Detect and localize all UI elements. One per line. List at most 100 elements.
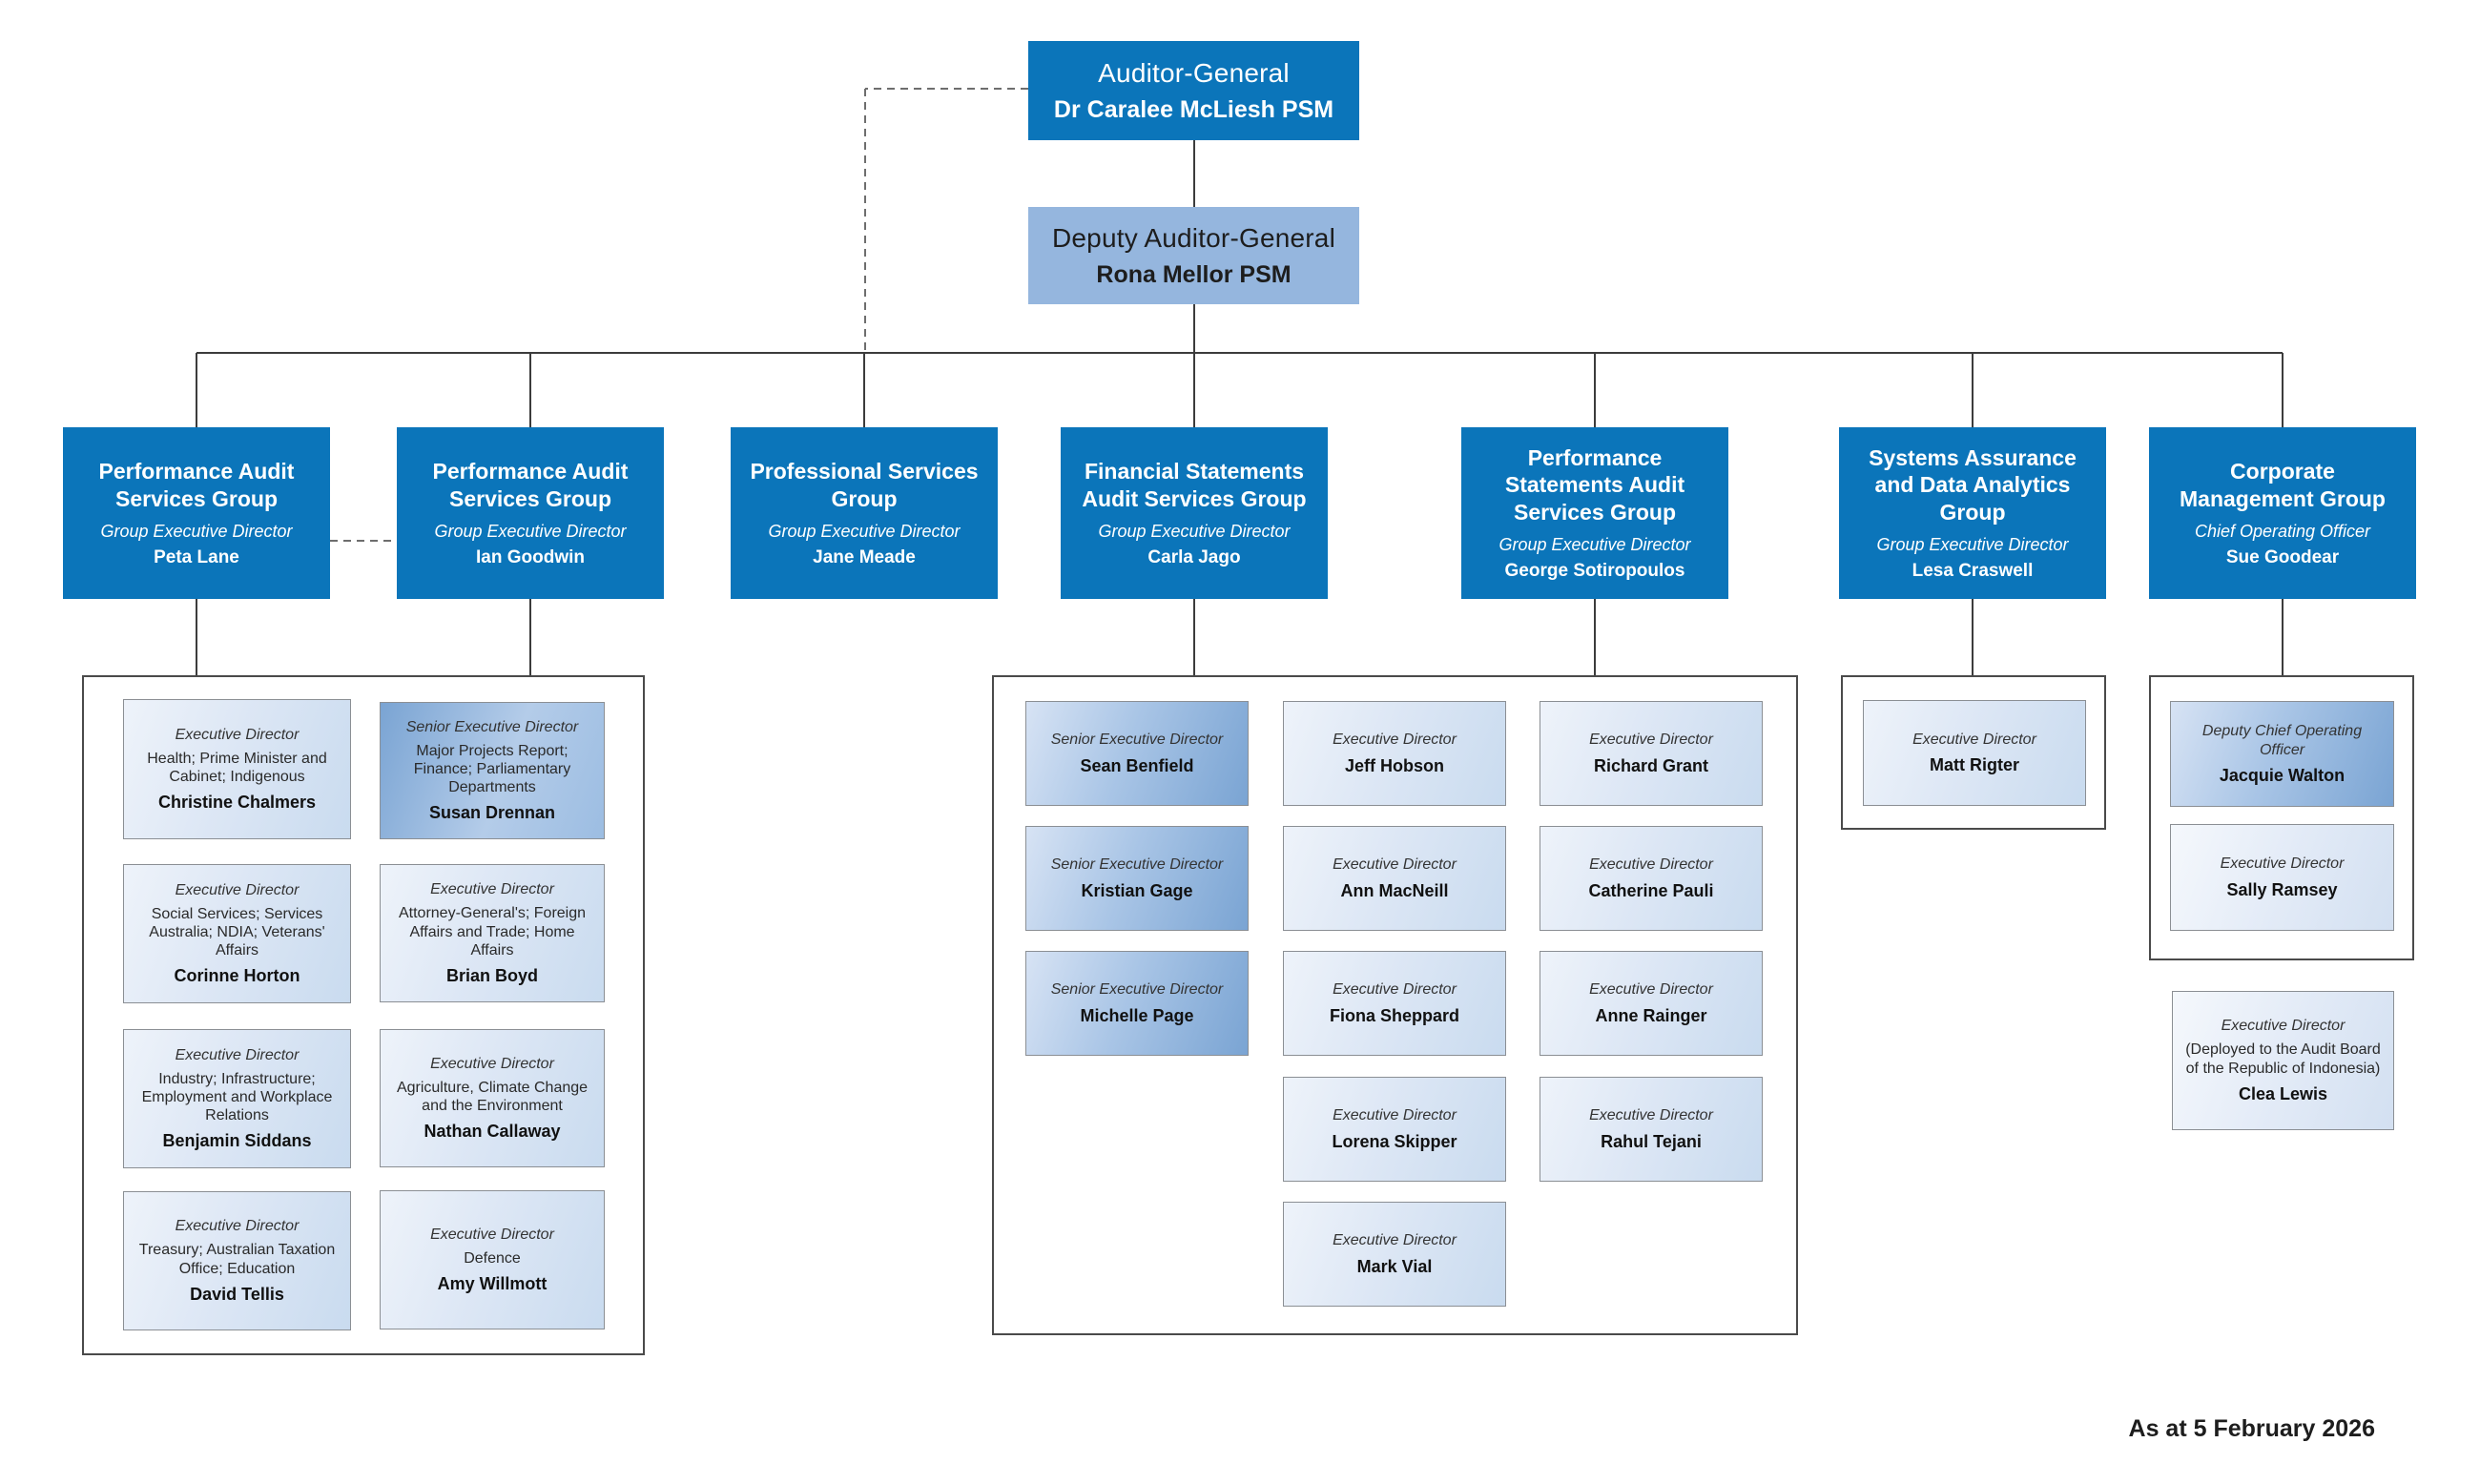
exec-role: Executive Director [175,1046,300,1063]
group-role: Group Executive Director [1098,521,1291,541]
group-title: Performance Audit Services Group [98,459,295,511]
exec-role: Executive Director [1589,732,1713,749]
exec-box-benjamin-siddans: Executive Director Industry; Infrastruct… [123,1029,351,1168]
exec-name: Fiona Sheppard [1329,1005,1459,1025]
exec-name: Matt Rigter [1930,755,2019,775]
exec-portfolio: Major Projects Report; Finance; Parliame… [413,742,571,796]
dashed-connectors [330,88,1028,542]
exec-portfolio: Attorney-General's; Foreign Affairs and … [398,905,587,958]
exec-name: Nathan Callaway [424,1122,561,1142]
exec-role: Executive Director [1912,731,2036,748]
exec-portfolio: Social Services; Services Australia; NDI… [149,905,325,959]
exec-box-christine-chalmers: Executive Director Health; Prime Ministe… [123,699,351,839]
group-title: Systems Assurance and Data Analytics Gro… [1869,445,2077,525]
exec-box-anne-rainger: Executive Director Anne Rainger [1540,951,1763,1056]
exec-name: Catherine Pauli [1588,880,1714,900]
group-role: Chief Operating Officer [2194,521,2371,541]
exec-role: Executive Director [175,726,300,743]
exec-name: Rahul Tejani [1601,1131,1702,1151]
exec-box-matt-rigter: Executive Director Matt Rigter [1863,700,2086,806]
auditor-general-name: Dr Caralee McLiesh PSM [1053,95,1334,123]
exec-name: Corinne Horton [174,966,300,986]
auditor-general-title: Auditor-General [1098,57,1290,88]
group-name: Jane Meade [813,546,916,567]
group-role: Group Executive Director [1498,534,1691,554]
exec-role: Executive Director [1589,856,1713,874]
exec-box-fiona-sheppard: Executive Director Fiona Sheppard [1283,951,1506,1056]
exec-role: Executive Director [1333,856,1457,874]
exec-box-nathan-callaway: Executive Director Agriculture, Climate … [380,1029,605,1167]
exec-box-kristian-gage: Senior Executive Director Kristian Gage [1025,826,1249,931]
group-box-systems-assurance: Systems Assurance and Data Analytics Gro… [1839,427,2106,599]
group-box-corporate-management: Corporate Management Group Chief Operati… [2149,427,2416,599]
group-title: Corporate Management Group [2180,459,2386,511]
exec-box-michelle-page: Senior Executive Director Michelle Page [1025,951,1249,1056]
exec-role: Senior Executive Director [1050,732,1224,749]
exec-portfolio: Defence [464,1250,521,1267]
exec-box-clea-lewis: Executive Director (Deployed to the Audi… [2172,991,2394,1130]
exec-portfolio: Agriculture, Climate Change and the Envi… [396,1079,589,1115]
exec-box-brian-boyd: Executive Director Attorney-General's; F… [380,864,605,1002]
group-box-performance-audit-1: Performance Audit Services Group Group E… [63,427,330,599]
exec-role: Executive Director [1333,1107,1457,1124]
group-name: Ian Goodwin [476,546,585,567]
exec-role: Deputy Chief Operating Officer [2201,723,2363,758]
group-title: Professional Services Group [750,459,979,511]
exec-name: Brian Boyd [445,965,538,985]
exec-role: Executive Director [1333,732,1457,749]
exec-role: Senior Executive Director [405,718,579,735]
group-name: Sue Goodear [2225,546,2340,567]
auditor-general-box: Auditor-General Dr Caralee McLiesh PSM [1028,41,1359,140]
exec-role: Executive Director [430,1055,554,1072]
group-role: Group Executive Director [768,521,961,541]
exec-box-corinne-horton: Executive Director Social Services; Serv… [123,864,351,1003]
exec-portfolio: Industry; Infrastructure; Employment and… [141,1070,333,1124]
exec-role: Executive Director [1333,1232,1457,1249]
group-box-performance-statements: Performance Statements Audit Services Gr… [1461,427,1728,599]
exec-box-catherine-pauli: Executive Director Catherine Pauli [1540,826,1763,931]
exec-role: Executive Director [2221,1018,2346,1035]
deputy-auditor-general-title: Deputy Auditor-General [1051,222,1335,253]
exec-box-mark-vial: Executive Director Mark Vial [1283,1202,1506,1307]
exec-role: Executive Director [175,1218,300,1235]
group-box-performance-audit-2: Performance Audit Services Group Group E… [397,427,664,599]
exec-name: David Tellis [190,1284,284,1304]
exec-role: Executive Director [430,881,554,898]
exec-name: Ann MacNeill [1340,880,1449,900]
group-title: Performance Audit Services Group [432,459,629,511]
exec-role: Executive Director [2220,855,2345,873]
group-title: Financial Statements Audit Services Grou… [1082,459,1307,511]
exec-box-amy-willmott: Executive Director Defence Amy Willmott [380,1190,605,1329]
as-at-date: As at 5 February 2026 [2128,1415,2375,1442]
group-role: Group Executive Director [434,521,627,541]
exec-portfolio: Treasury; Australian Taxation Office; Ed… [138,1242,336,1277]
exec-role: Executive Director [430,1226,554,1243]
exec-box-susan-drennan: Senior Executive Director Major Projects… [380,702,605,839]
exec-box-richard-grant: Executive Director Richard Grant [1540,701,1763,806]
exec-box-david-tellis: Executive Director Treasury; Australian … [123,1191,351,1330]
solid-connectors [196,140,2284,675]
exec-name: Kristian Gage [1081,880,1193,900]
deputy-auditor-general-box: Deputy Auditor-General Rona Mellor PSM [1028,207,1359,304]
exec-name: Jeff Hobson [1344,755,1444,775]
group-name: Peta Lane [154,546,239,567]
group-name: Lesa Craswell [1912,560,2034,581]
exec-name: Amy Willmott [437,1274,548,1294]
exec-role: Executive Director [1589,1107,1713,1124]
exec-box-jacquie-walton: Deputy Chief Operating Officer Jacquie W… [2170,701,2394,807]
exec-name: Mark Vial [1356,1256,1433,1276]
group-name: George Sotiropoulos [1504,560,1685,581]
exec-box-lorena-skipper: Executive Director Lorena Skipper [1283,1077,1506,1182]
exec-box-jeff-hobson: Executive Director Jeff Hobson [1283,701,1506,806]
group-role: Group Executive Director [100,521,293,541]
exec-role: Executive Director [1333,981,1457,999]
group-box-professional-services: Professional Services Group Group Execut… [731,427,998,599]
exec-name: Clea Lewis [2238,1083,2328,1103]
group-box-financial-statements: Financial Statements Audit Services Grou… [1061,427,1328,599]
exec-role: Executive Director [175,881,300,898]
exec-box-ann-macneill: Executive Director Ann MacNeill [1283,826,1506,931]
exec-name: Susan Drennan [428,803,556,823]
exec-box-rahul-tejani: Executive Director Rahul Tejani [1540,1077,1763,1182]
exec-name: Anne Rainger [1595,1005,1707,1025]
